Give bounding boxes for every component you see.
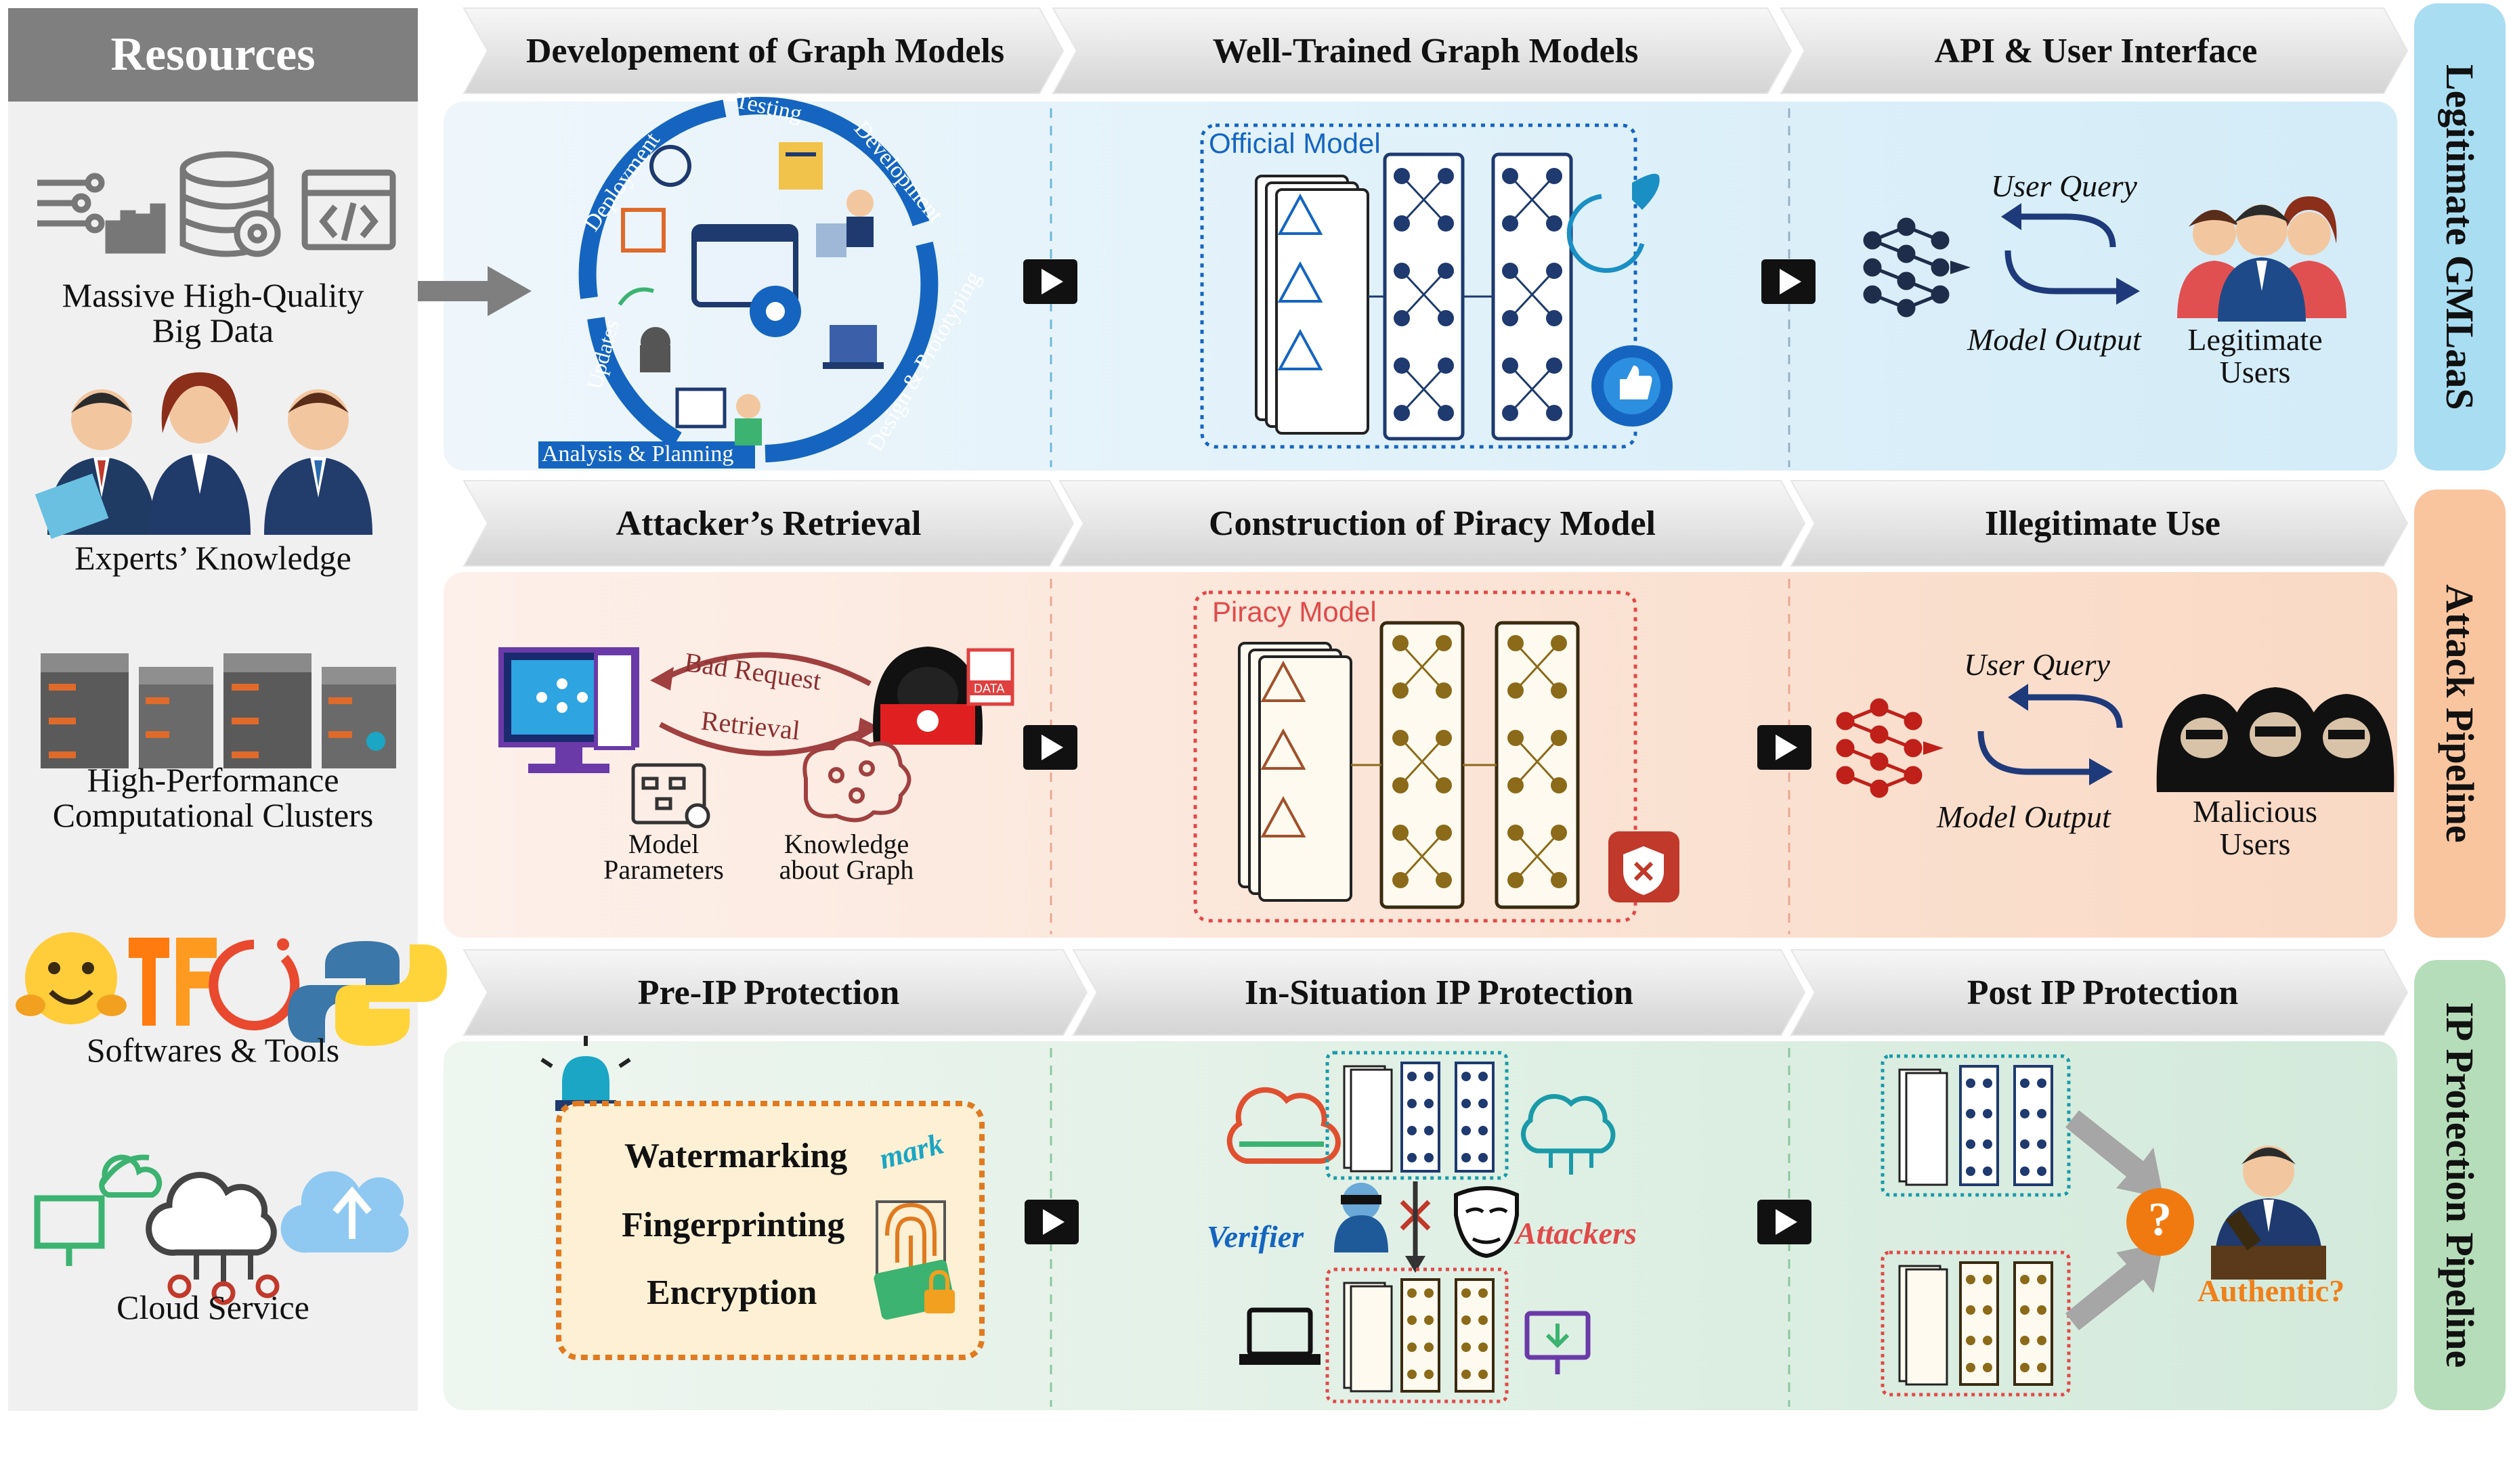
encryption-label: Encryption xyxy=(647,1273,817,1312)
encryption-card-icon xyxy=(874,1259,955,1320)
alarm-icon xyxy=(540,1036,631,1111)
experts-label: Experts’ Knowledge xyxy=(74,539,351,577)
side-label-legitimate: Legitimate GMLaaS xyxy=(2414,3,2506,471)
software-tools-icon xyxy=(16,932,447,1046)
watermarking-label: Watermarking xyxy=(624,1137,848,1175)
cloud-service-label: Cloud Service xyxy=(116,1288,309,1326)
big-data-icon xyxy=(37,151,396,257)
in-situation-diagram xyxy=(1226,1051,1616,1403)
data-tag: DATA xyxy=(974,682,1005,695)
query-output-arrows xyxy=(2001,203,2140,305)
fingerprinting-label: Fingerprinting xyxy=(622,1206,845,1244)
stage-title: Post IP Protection xyxy=(1967,973,2239,1012)
model-output-label: Model Output xyxy=(1967,322,2141,357)
stage-title: In-Situation IP Protection xyxy=(1245,973,1633,1012)
banner-shape xyxy=(463,949,1088,1036)
stage-banners xyxy=(463,7,2409,1036)
development-cycle xyxy=(538,97,939,468)
legitimate-users-label: Legitimate Users xyxy=(2187,322,2323,389)
play-icon xyxy=(1757,725,1811,770)
software-tools-label: Softwares & Tools xyxy=(86,1031,340,1069)
play-icon xyxy=(1023,259,1077,304)
model-parameters-label: Model Parameters xyxy=(603,829,724,885)
piracy-model-diagram xyxy=(1193,590,1679,923)
play-icon xyxy=(1761,259,1816,304)
stage-title: Developement of Graph Models xyxy=(525,31,1005,70)
play-icon xyxy=(1757,1200,1811,1244)
big-data-arrow xyxy=(418,266,532,316)
clusters-label: High-Performance Computational Clusters xyxy=(52,761,374,834)
knowledge-about-graph-label: Knowledge about Graph xyxy=(779,829,914,885)
neural-net-icon-red xyxy=(1836,698,1944,798)
resources-title: Resources xyxy=(8,8,418,102)
side-label-ip: IP Protection Pipeline xyxy=(2414,960,2506,1410)
banner-shape xyxy=(1052,7,1793,94)
piracy-model-label: Piracy Model xyxy=(1212,596,1377,628)
experts-icon xyxy=(35,372,372,540)
banner-shape xyxy=(463,480,1075,567)
verifier-label: Verifier xyxy=(1207,1219,1304,1254)
side-label-attack: Attack Pipeline xyxy=(2414,489,2506,938)
stage-title: Pre-IP Protection xyxy=(637,973,900,1012)
malicious-users-label: Malicious Users xyxy=(2193,794,2317,861)
attackers-label: Attackers xyxy=(1516,1216,1637,1250)
model-output-label: Model Output xyxy=(1937,800,2111,834)
stage-title: Construction of Piracy Model xyxy=(1208,504,1656,543)
malicious-users-icon xyxy=(2156,687,2395,792)
big-data-label: Massive High-Quality Big Data xyxy=(62,276,364,349)
banner-shape xyxy=(1790,480,2409,567)
banner-shape xyxy=(463,7,1065,94)
model-parameters-icon xyxy=(631,763,710,829)
pre-ip-methods-box xyxy=(556,1101,985,1360)
play-icon xyxy=(1025,1200,1079,1244)
post-ip-diagram xyxy=(1881,1054,2326,1397)
user-query-label: User Query xyxy=(1991,169,2137,203)
query-output-arrows xyxy=(1977,684,2123,785)
official-model-diagram xyxy=(1200,123,1673,449)
stage-title: Attacker’s Retrieval xyxy=(616,504,922,543)
question-mark: ? xyxy=(2148,1194,2172,1246)
stage-title: Well-Trained Graph Models xyxy=(1212,31,1639,70)
hacker-icon xyxy=(873,647,1014,745)
user-query-label: User Query xyxy=(1964,647,2110,682)
banner-shape xyxy=(1790,949,2409,1036)
stage-title: Illegitimate Use xyxy=(1984,504,2220,543)
banner-shape xyxy=(1058,480,1806,567)
attacker-computer-icon xyxy=(498,647,639,773)
cloud-service-icon xyxy=(34,1154,409,1305)
knowledge-graph-icon xyxy=(802,737,911,823)
neural-net-icon xyxy=(1863,217,1971,318)
authentic-label: Authentic? xyxy=(2197,1273,2345,1308)
play-icon xyxy=(1023,725,1077,770)
banner-shape xyxy=(1780,7,2409,94)
legitimate-users-icon xyxy=(2177,196,2346,322)
official-model-label: Official Model xyxy=(1209,127,1381,159)
banner-shape xyxy=(1072,949,1806,1036)
stage-title: API & User Interface xyxy=(1934,31,2258,70)
cycle-label-analysis: Analysis & Planning xyxy=(542,441,734,466)
server-cluster-icon xyxy=(41,653,396,768)
